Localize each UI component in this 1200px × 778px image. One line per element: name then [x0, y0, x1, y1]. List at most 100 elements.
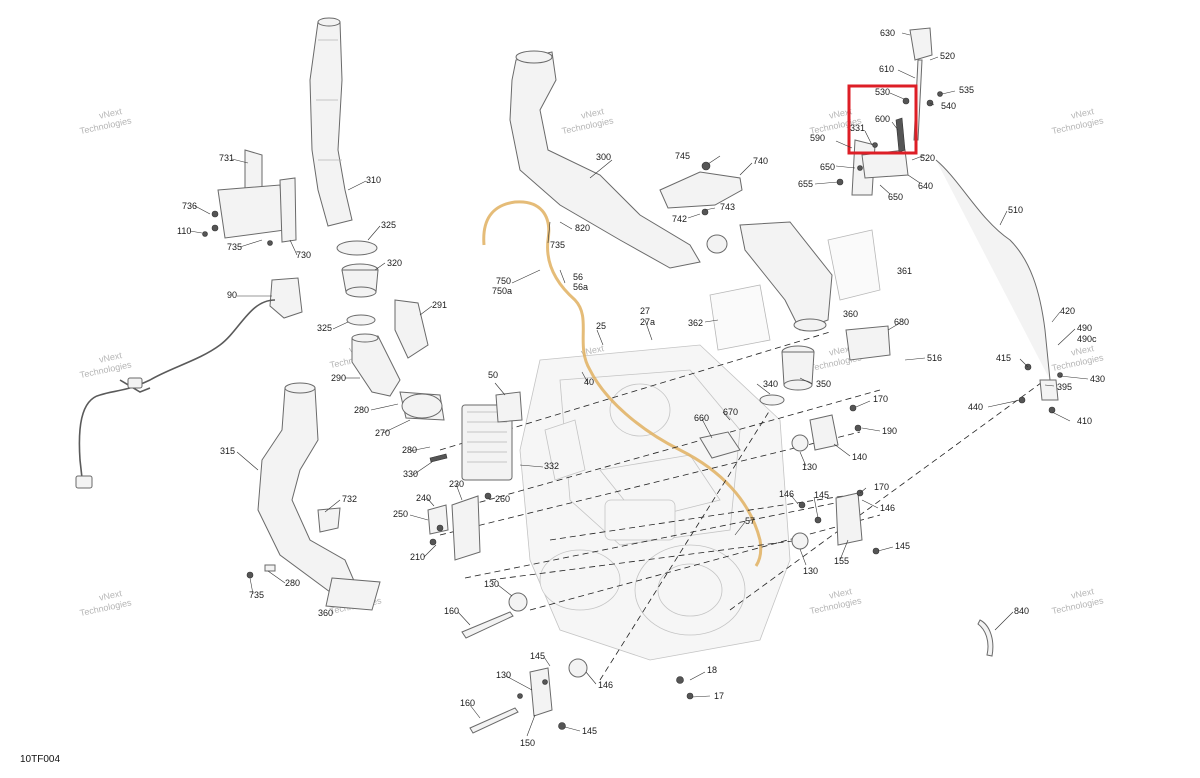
svg-text:vNext: vNext [1070, 586, 1095, 601]
callout-label: 590 [810, 133, 825, 143]
callout-label: 18 [707, 665, 717, 675]
callout-label: 27a [640, 317, 655, 327]
svg-text:vNext: vNext [98, 588, 123, 603]
watermark: vNext Technologies [1051, 106, 1105, 136]
callout-label: 160 [444, 606, 459, 616]
callout-label: 140 [852, 452, 867, 462]
callout-label: 610 [879, 64, 894, 74]
callout-label: 740 [753, 156, 768, 166]
callout-label: 57 [745, 516, 755, 526]
callout-label: 145 [895, 541, 910, 551]
callout-label: 660 [694, 413, 709, 423]
callout-label: 40 [584, 377, 594, 387]
callout-label: 90 [227, 290, 237, 300]
callout-label: 280 [402, 445, 417, 455]
callout-label: 745 [675, 151, 690, 161]
callout-label: 50 [488, 370, 498, 380]
callout-label: 520 [940, 51, 955, 61]
callout-label: 17 [714, 691, 724, 701]
callout-label: 361 [897, 266, 912, 276]
callout-label: 332 [544, 461, 559, 471]
assembly-lines [439, 331, 1046, 681]
callout-label: 650 [820, 162, 835, 172]
callout-label: 680 [894, 317, 909, 327]
callout-label: 170 [874, 482, 889, 492]
callout-label: 150 [520, 738, 535, 748]
watermark: vNext Technologies [561, 106, 615, 136]
svg-text:vNext: vNext [828, 343, 853, 358]
callout-label: 750 [496, 276, 511, 286]
callout-label: 630 [880, 28, 895, 38]
callout-label: 840 [1014, 606, 1029, 616]
callout-label: 362 [688, 318, 703, 328]
callout-label: 320 [387, 258, 402, 268]
callout-label: 360 [318, 608, 333, 618]
duct-300 [509, 50, 881, 351]
callout-label: 270 [375, 428, 390, 438]
callout-label: 440 [968, 402, 983, 412]
callout-label: 340 [763, 379, 778, 389]
svg-text:vNext: vNext [1070, 106, 1095, 121]
callout-label: 315 [220, 446, 235, 456]
callout-label: 145 [814, 490, 829, 500]
bracket-731 [202, 149, 297, 246]
watermark: vNext Technologies [79, 350, 133, 380]
intake-duct-310 [309, 17, 353, 227]
watermark: vNext Technologies [809, 586, 863, 616]
callout-label: 300 [596, 152, 611, 162]
callout-label: 260 [495, 494, 510, 504]
callout-label: 56 [573, 272, 583, 282]
callout-label: 520 [920, 153, 935, 163]
watermark: vNext Technologies [79, 106, 133, 136]
callout-label: 510 [1008, 205, 1023, 215]
callout-label: 490 [1077, 323, 1092, 333]
callout-label: 160 [460, 698, 475, 708]
callout-label: 415 [996, 353, 1011, 363]
callout-label: 535 [959, 85, 974, 95]
mounts-bottom [461, 592, 694, 734]
callout-label: 530 [875, 87, 890, 97]
callout-label: 395 [1057, 382, 1072, 392]
callout-label: 736 [182, 201, 197, 211]
callout-label: 743 [720, 202, 735, 212]
callout-label: 730 [296, 250, 311, 260]
callout-label: 820 [575, 223, 590, 233]
leader-lines [189, 32, 1089, 737]
callout-label: 331 [850, 123, 865, 133]
sensor-90 [75, 277, 303, 489]
callout-label: 732 [342, 494, 357, 504]
bracket-740 [659, 161, 743, 216]
callout-label: 640 [918, 181, 933, 191]
callout-label: 350 [816, 379, 831, 389]
callout-label: 420 [1060, 306, 1075, 316]
callout-label: 310 [366, 175, 381, 185]
callout-label: 230 [449, 479, 464, 489]
svg-text:vNext: vNext [828, 106, 853, 121]
callout-label: 360 [843, 309, 858, 319]
callout-label: 155 [834, 556, 849, 566]
svg-text:vNext: vNext [1070, 343, 1095, 358]
callout-label: 735 [227, 242, 242, 252]
callout-label: 170 [873, 394, 888, 404]
callout-label: 145 [530, 651, 545, 661]
callout-label: 600 [875, 114, 890, 124]
mounts-right [699, 404, 880, 555]
document-code: 10TF004 [20, 754, 61, 765]
callout-label: 190 [882, 426, 897, 436]
callout-label: 410 [1077, 416, 1092, 426]
callout-label: 130 [496, 670, 511, 680]
filter-340 [759, 325, 891, 406]
callout-label: 650 [888, 192, 903, 202]
callout-label: 750a [492, 286, 512, 296]
watermark: vNext Technologies [1051, 586, 1105, 616]
callout-label: 27 [640, 306, 650, 316]
watermark: vNext Technologies [79, 588, 133, 618]
callout-label: 240 [416, 493, 431, 503]
brackets-230-240 [427, 492, 492, 561]
svg-text:vNext: vNext [580, 106, 605, 121]
callout-label: 210 [410, 552, 425, 562]
callout-label: 25 [596, 321, 606, 331]
callout-label: 735 [249, 590, 264, 600]
callout-label: 330 [403, 469, 418, 479]
